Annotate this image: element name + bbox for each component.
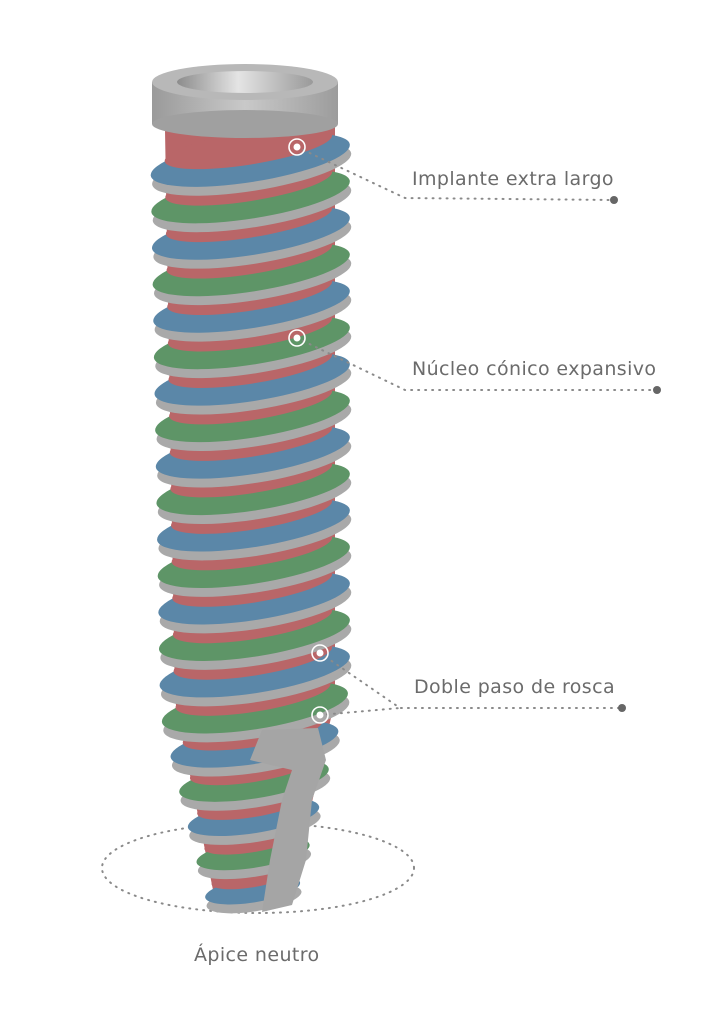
callout-line-conical-core [296, 337, 658, 391]
marker-dot-icon [293, 334, 301, 342]
callout-markers [288, 138, 329, 724]
callout-line-double-thread-a [319, 652, 623, 709]
marker-ring-icon [311, 644, 329, 662]
marker-ring-icon [288, 138, 306, 156]
callout-end-dot [610, 196, 618, 204]
collar-bottom [152, 110, 338, 138]
marker-dot-icon [316, 649, 324, 657]
marker-dot-icon [293, 143, 301, 151]
callout-line-extra-long [296, 146, 615, 201]
core-band [164, 127, 333, 170]
callout-end-dot [618, 704, 626, 712]
label-neutral-apex: Ápice neutro [194, 944, 320, 966]
marker-dot-icon [316, 711, 324, 719]
apex-cutting-flute [250, 728, 326, 912]
collar-bore [177, 71, 313, 93]
label-double-thread: Doble paso de rosca [414, 676, 615, 698]
implant-body [150, 64, 352, 914]
marker-ring-icon [311, 706, 329, 724]
marker-ring-icon [288, 329, 306, 347]
callout-line-double-thread-b [319, 707, 401, 716]
label-conical-core: Núcleo cónico expansivo [412, 358, 657, 380]
callout-end-dot [653, 386, 661, 394]
label-extra-long: Implante extra largo [412, 168, 614, 190]
callout-lines [296, 146, 661, 716]
